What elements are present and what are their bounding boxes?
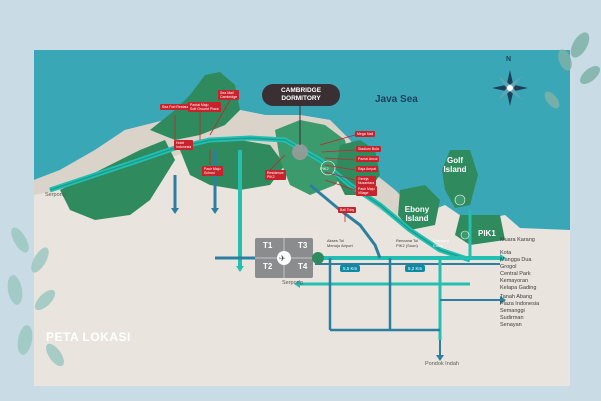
road-coastal-inner [49,137,471,261]
airport-center [277,251,291,265]
toll-node [312,252,324,264]
plane-icon: ✈ [279,254,286,263]
poi-tag-6: Residence PIK2 [265,170,286,180]
muara-karang-label: Muara Karang [500,237,535,243]
golf-island-label: Golf Island [443,156,467,174]
pondok-indah-label: Pondok Indah [425,361,459,367]
poi-tag-13: Hotel Indonesia [174,140,194,150]
distance-badge-1: 5,5 Km [340,265,361,272]
poi-tag-1: Sea Fort Restaurant [160,104,196,110]
toll-pik2-label: Rencana Tol PIK2 (Soon) [396,238,419,248]
poi-tag-2: Pantai Maju Soft Ground Plaza [188,102,221,112]
east-destinations-label: Kota Mangga Dua Grogol Central Park Kema… [500,250,537,291]
poi-tag-10: Gereja Nusantara [356,176,377,186]
arrow-right-east [500,254,506,262]
sea-label: Java Sea [375,94,418,105]
terminal-2: T2 [263,262,273,271]
ebony-island [398,185,440,230]
map-title: PETA LOKASI [46,330,131,344]
arrow-down-pondok [436,355,444,361]
south-destinations-label: Tanah Abang Plaza Indonesia Semanggi Sud… [500,294,540,328]
ebony-island-label: Ebony Island [404,205,430,223]
terminal-3: T3 [298,241,308,250]
arrow-right-south [500,296,506,304]
distance-badge-2: 5,2 Km [405,265,426,272]
serpong-west-label: Serpong [45,192,66,198]
golf-island [442,150,478,208]
golf-badge [454,194,466,206]
compass-north-label: N [506,56,512,63]
red-pointers [174,99,356,222]
poi-tag-3: Sea Mall Cambridge [218,90,240,100]
terminal-1: T1 [263,241,273,250]
poi-tag-12: Bali Toby [338,207,357,213]
poi-tag-5: Mega Mall [355,131,376,137]
arrow-down-2 [211,208,219,214]
leaf-decor-top-right-icon [544,32,600,109]
toll-airport-label: Akses Tol Menuju Airport [327,238,353,248]
pik2-badge [320,160,336,176]
arrow-down-1 [171,208,179,214]
arrow-down-3 [236,266,244,272]
poi-tag-9: Raja Ampat [356,166,379,172]
cambridge-dormitory-badge: CAMBRIDGE DORMITORY [262,84,340,106]
poi-tag-11: Pasir Maju Village [356,186,377,196]
sea-area [34,50,570,230]
poi-tag-4: Pasir Maju School [202,166,223,176]
poi-tag-8: Pantai Ancol [356,156,380,162]
pik1-label: PIK1 [478,229,496,238]
leaf-decor-bottom-left-icon [7,227,64,367]
pik1-badge [460,230,470,240]
road-curve-pik2 [309,183,382,259]
dormitory-marker [292,144,308,160]
green-zone-central [180,140,285,190]
terminal-4: T4 [298,262,308,271]
serpong-south-label: Serpong [282,280,303,286]
pik2-label: PIK2 [320,166,329,171]
compass-rose-icon [492,70,528,106]
diamond-circle-label: Diamond Circle [433,238,450,248]
poi-tag-7: Stadium Bola [356,146,381,152]
arrow-left-serpong [294,280,300,288]
